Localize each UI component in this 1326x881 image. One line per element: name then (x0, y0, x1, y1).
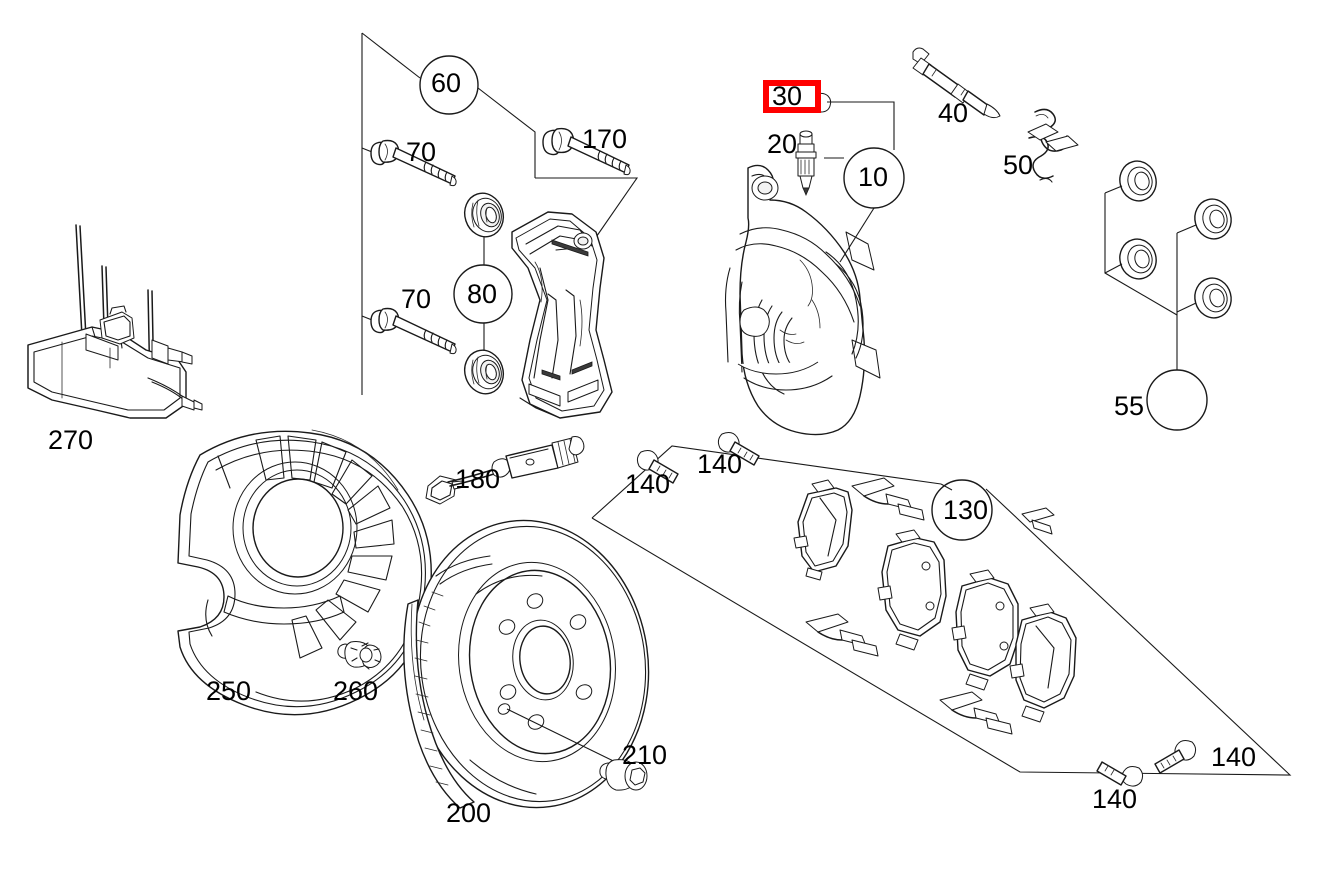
callout-label-60: 60 (431, 68, 462, 98)
callout-label-140-a: 140 (625, 469, 671, 499)
part-60-carrier-bracket (511, 211, 613, 419)
callout-label-260: 260 (333, 676, 379, 706)
callout-label-10: 10 (858, 162, 889, 192)
part-30-bleeder-cap (811, 92, 832, 113)
callout-label-140-b: 140 (697, 449, 743, 479)
callout-label-70-lower: 70 (401, 284, 432, 314)
part-70-lower-bolt (370, 307, 457, 355)
callout-label-55: 55 (1114, 391, 1145, 421)
callout-label-20: 20 (767, 129, 798, 159)
part-140-bolt-d (1096, 761, 1144, 787)
part-180-wear-sensor (425, 436, 585, 505)
part-170-guide-bolt (542, 127, 631, 176)
callout-circles (419, 55, 1208, 541)
callout-label-70-upper: 70 (406, 137, 437, 167)
group-130-boundary (591, 445, 1292, 776)
callout-label-130: 130 (943, 495, 989, 525)
part-250-dust-shield (177, 429, 432, 716)
callout-label-40: 40 (938, 98, 969, 128)
part-270-sensor-bracket (27, 224, 203, 419)
part-50-spring-clip (1027, 108, 1079, 183)
part-260-shield-bolt (337, 641, 382, 670)
part-130-pad-set (793, 477, 1077, 735)
part-210-locating-screw (506, 708, 648, 791)
part-80-bushing-upper (463, 192, 505, 238)
callout-leaders (824, 101, 953, 491)
callout-label-210: 210 (622, 740, 668, 770)
part-20-bleeder-screw (795, 130, 817, 197)
part-40-guide-pin (912, 47, 1001, 119)
part-70-upper-bolt (370, 139, 457, 187)
part-140-bolt-a (636, 450, 679, 484)
part-140-bolt-b (717, 432, 760, 466)
callout-label-200: 200 (446, 798, 492, 828)
part-10-brake-caliper (724, 164, 881, 436)
callout-label-140-d: 140 (1092, 784, 1138, 814)
callout-label-250: 250 (206, 676, 252, 706)
part-200-brake-disc (403, 519, 650, 809)
callout-label-170: 170 (582, 124, 628, 154)
callout-label-180: 180 (455, 464, 501, 494)
part-80-bushing-lower (463, 237, 505, 395)
callout-label-140-c: 140 (1211, 742, 1257, 772)
callout-label-30: 30 (772, 81, 803, 111)
part-55-bushings-group (1104, 160, 1232, 370)
callout-label-50: 50 (1003, 150, 1034, 180)
part-140-bolt-c (1154, 740, 1197, 774)
callout-label-270: 270 (48, 425, 94, 455)
callout-label-80: 80 (467, 279, 498, 309)
